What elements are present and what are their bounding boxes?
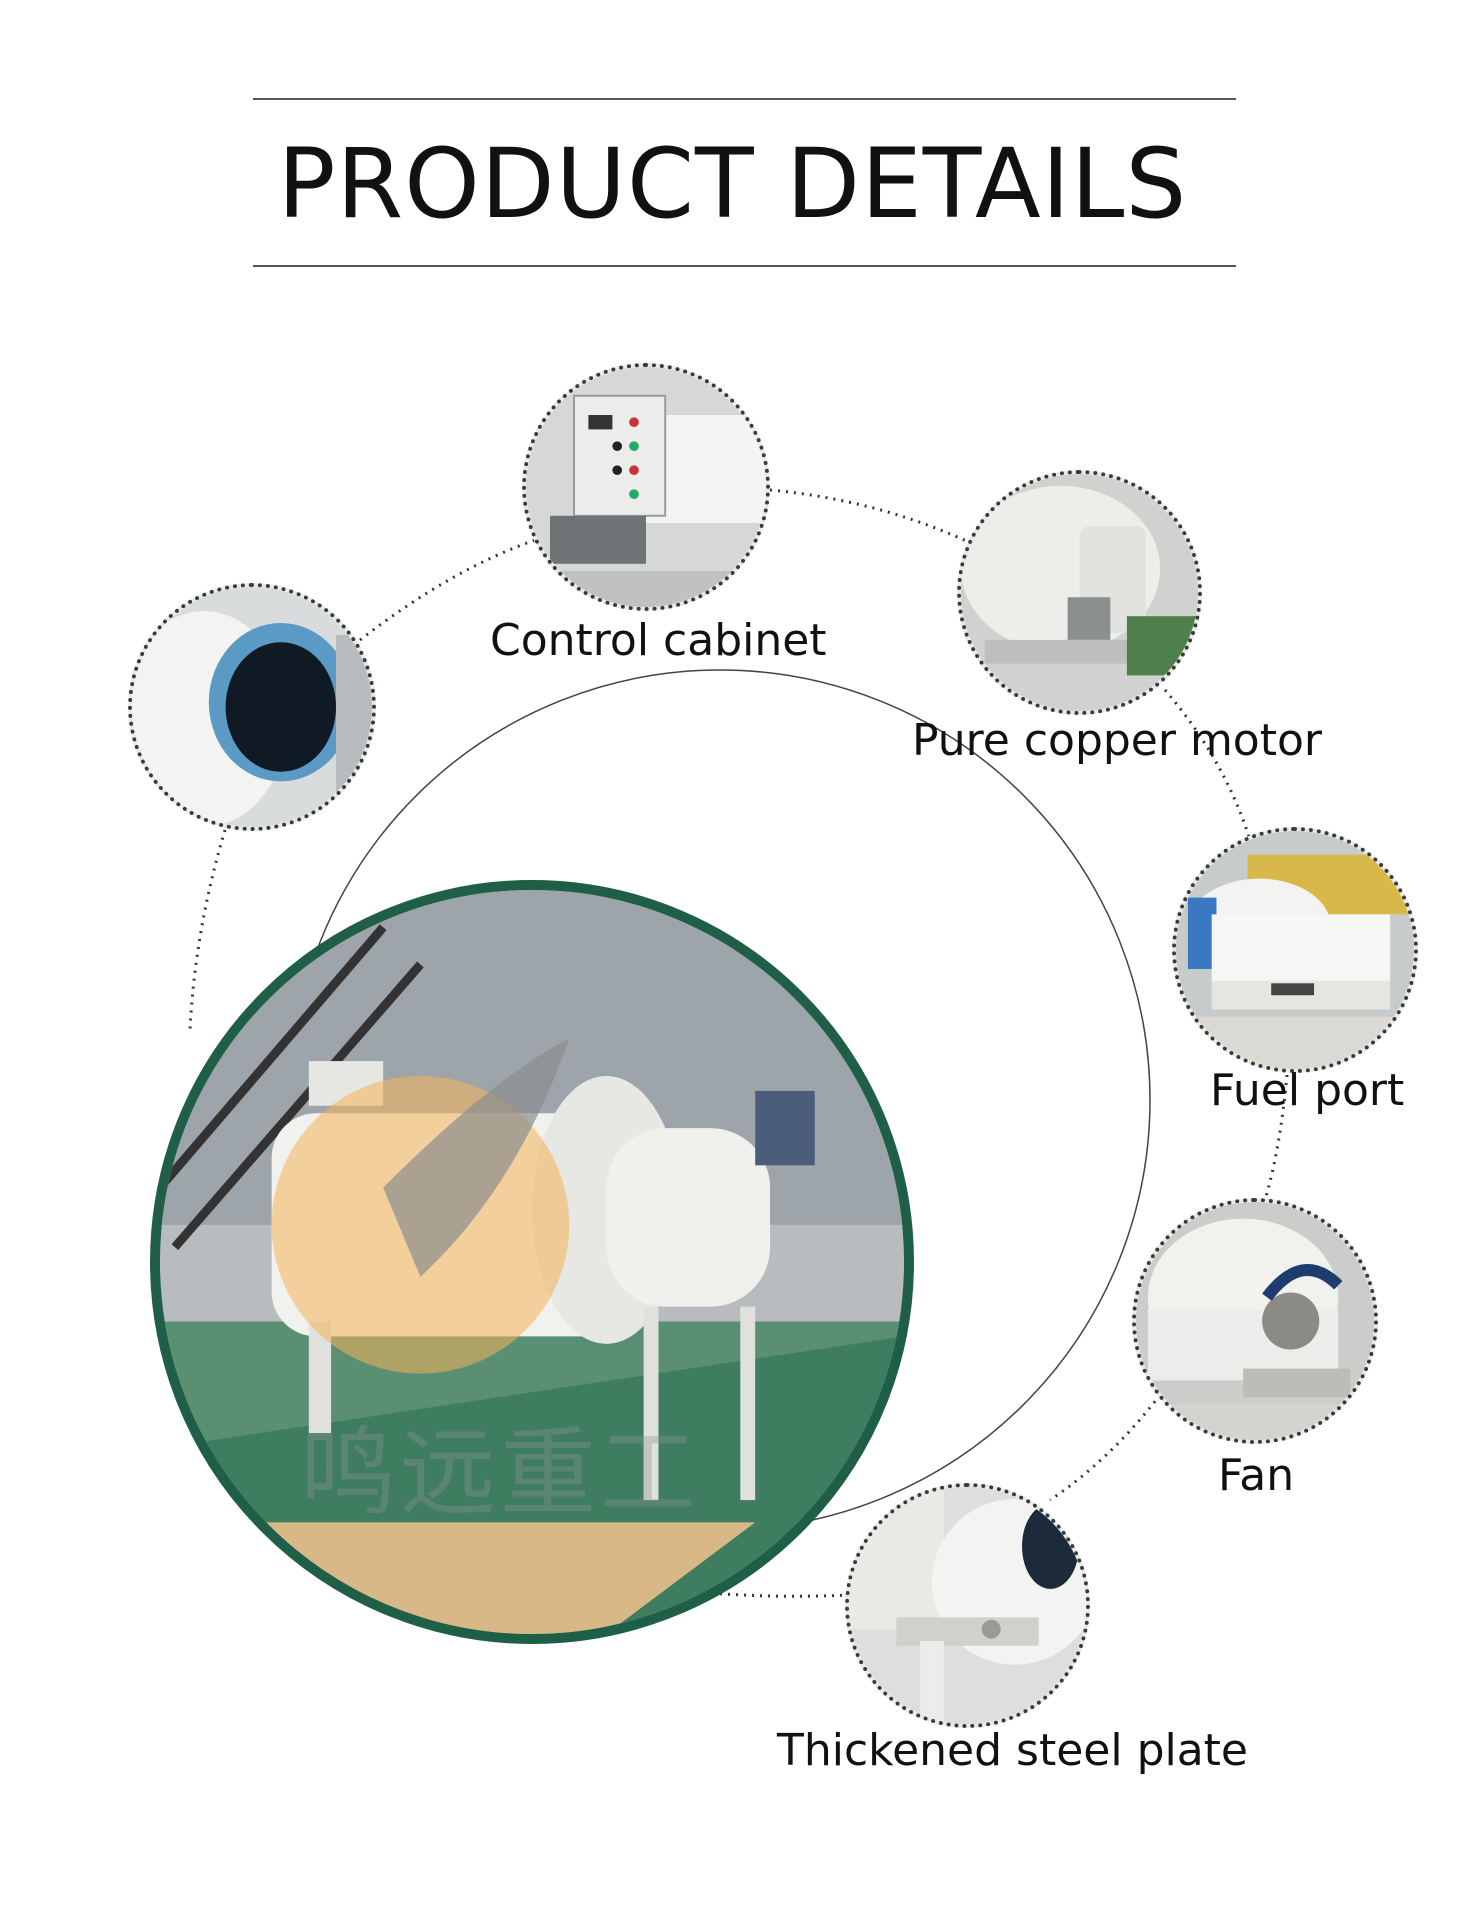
label-thickened-steel-plate: Thickened steel plate <box>777 1725 1249 1776</box>
label-fan: Fan <box>1218 1450 1295 1501</box>
label-pure-copper-motor: Pure copper motor <box>912 715 1322 766</box>
page-title: PRODUCT DETAILS <box>277 128 1188 240</box>
top-rule <box>253 98 1236 100</box>
motor-photo <box>957 470 1202 715</box>
fuel-port-photo <box>1172 827 1418 1073</box>
control-cabinet-photo <box>522 363 770 611</box>
drum-outlet-photo <box>128 583 376 831</box>
watermark-text: 鸣远重工 <box>300 1417 700 1529</box>
bottom-rule <box>253 265 1236 267</box>
fan-photo <box>1132 1198 1378 1444</box>
label-control-cabinet: Control cabinet <box>490 615 827 666</box>
steel-plate-photo <box>845 1483 1090 1728</box>
label-fuel-port: Fuel port <box>1210 1065 1405 1116</box>
main-machine-photo: 鸣远重工 <box>150 880 914 1644</box>
